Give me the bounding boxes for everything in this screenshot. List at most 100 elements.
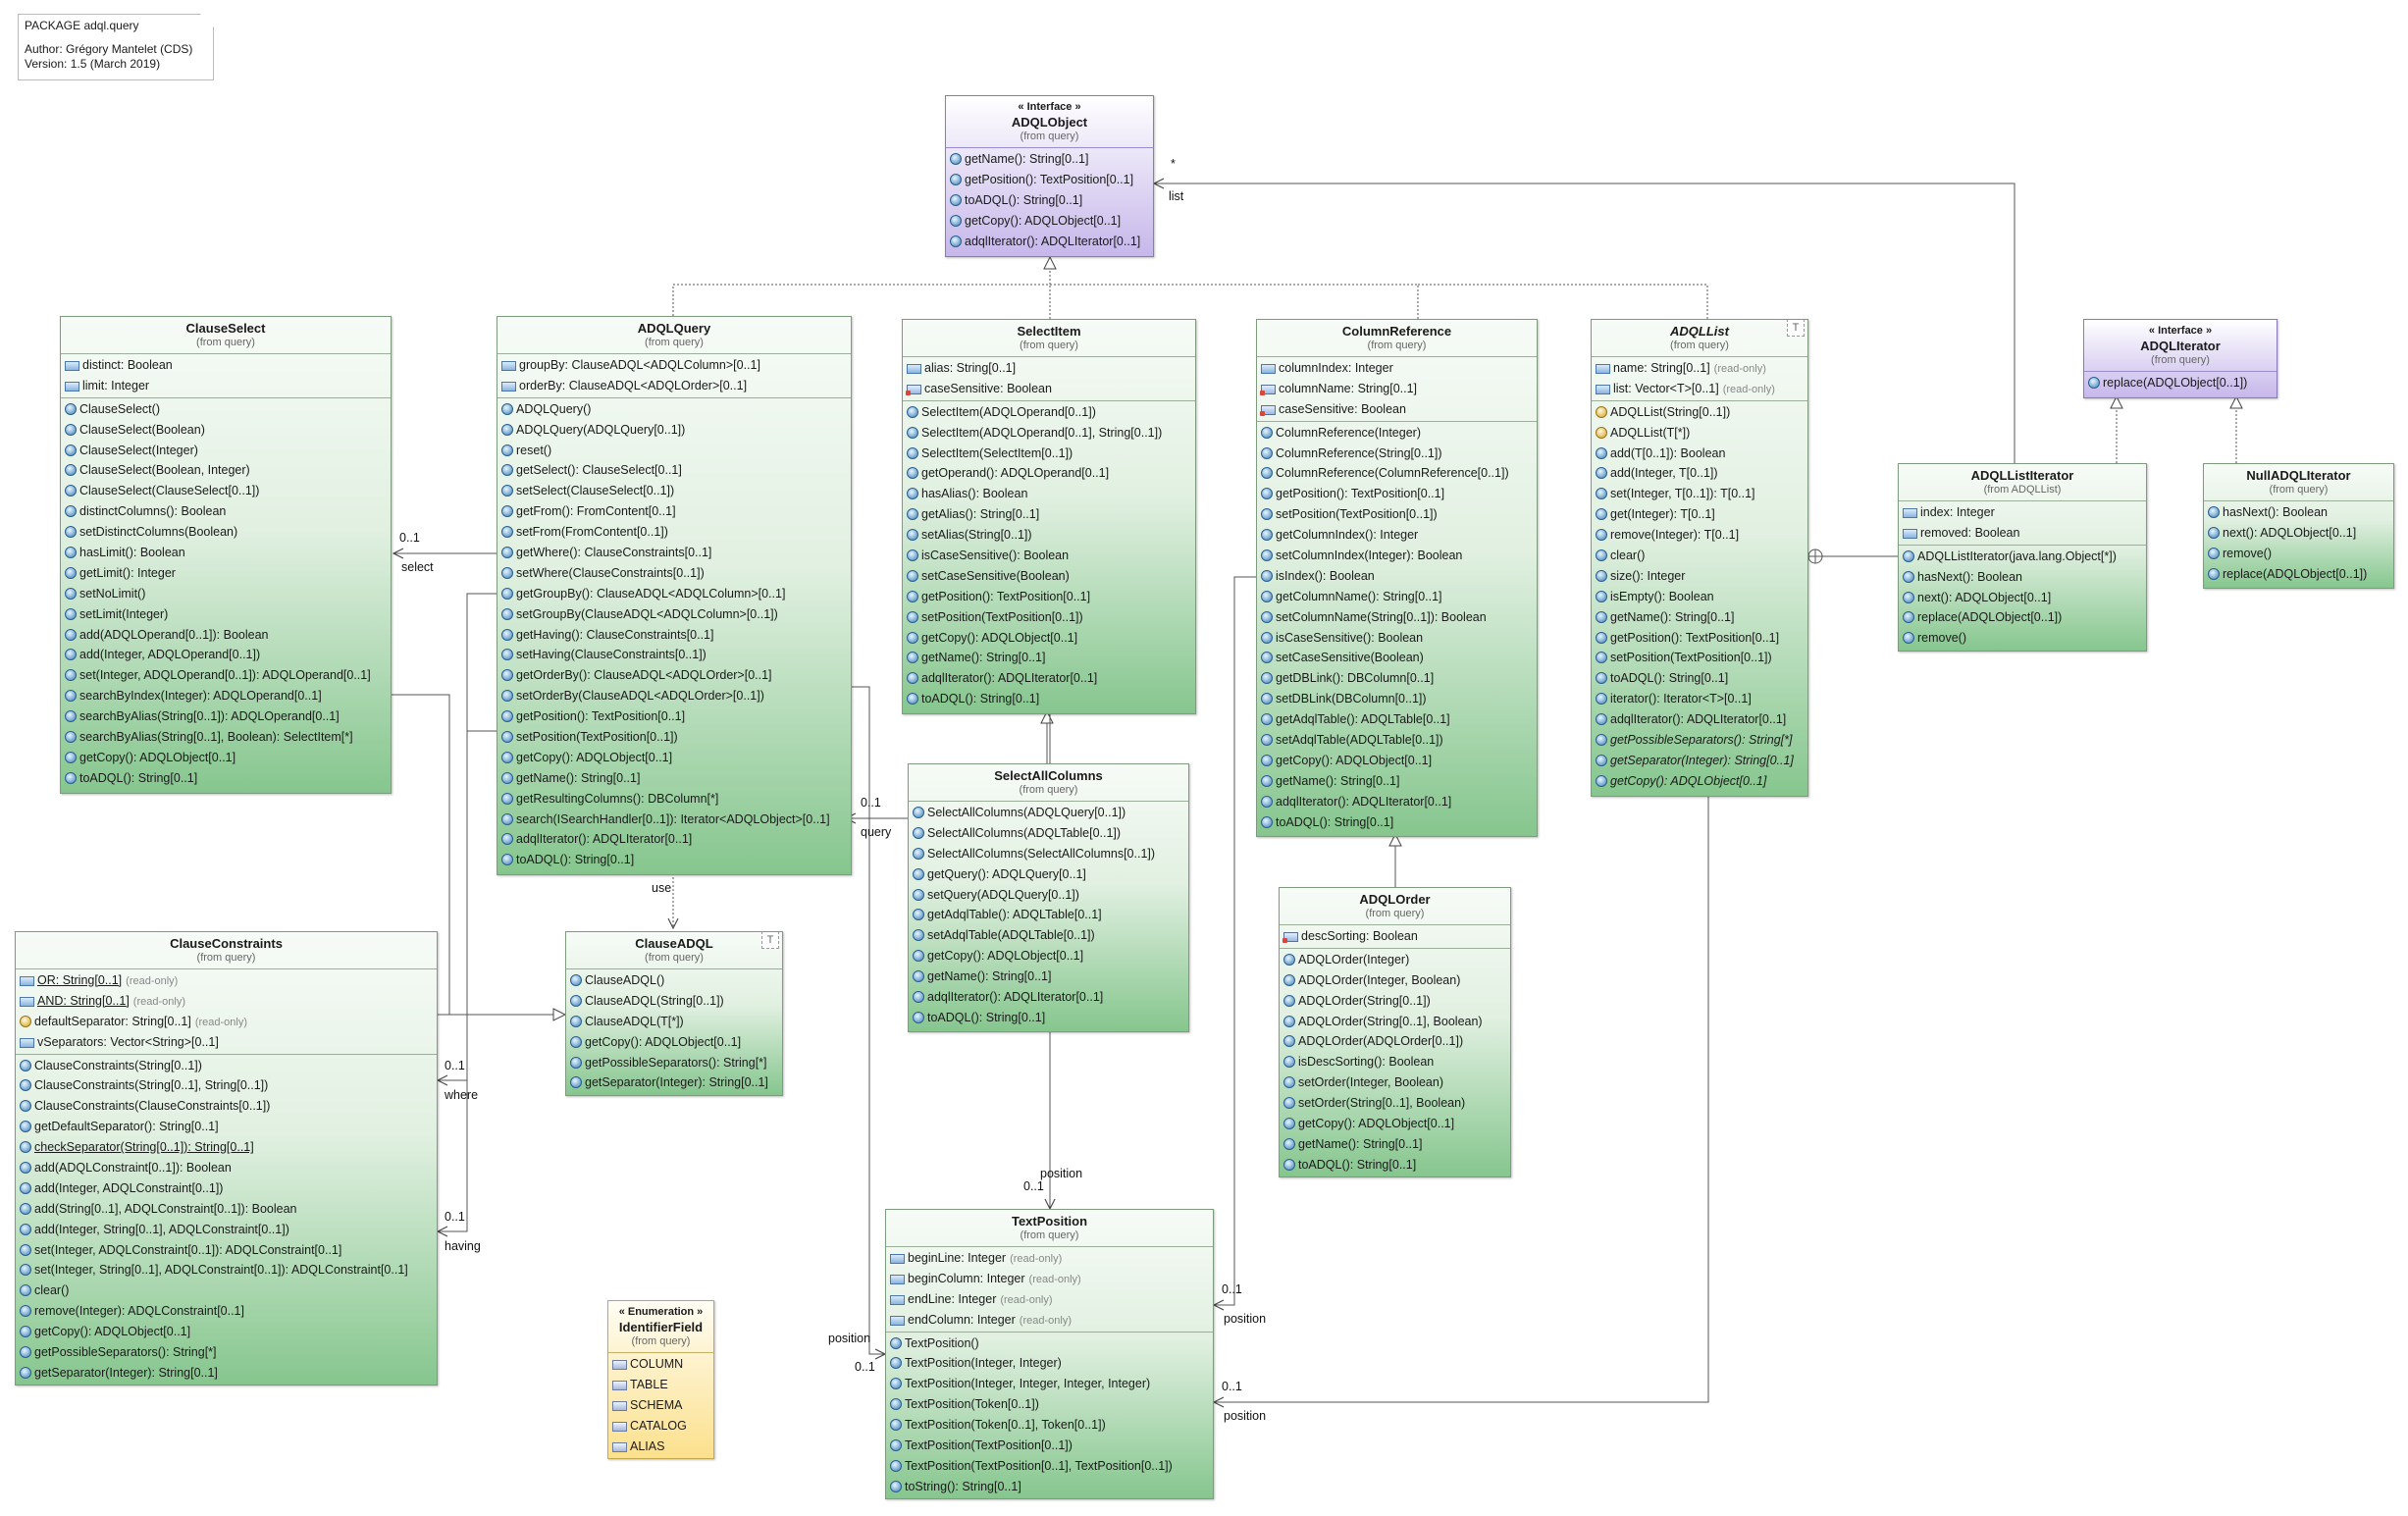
operation-text: setNoLimit()	[79, 586, 146, 601]
operation: setSelect(ClauseSelect[0..1])	[497, 481, 851, 501]
operation-text: add(Integer, String[0..1], ADQLConstrain…	[34, 1222, 289, 1236]
literal-text: TABLE	[630, 1377, 668, 1391]
operation-text: getPosition(): TextPosition[0..1]	[1276, 487, 1445, 501]
class-adqlobject[interactable]: « Interface »ADQLObject(from query)getNa…	[945, 95, 1154, 257]
operation-text: SelectItem(ADQLOperand[0..1])	[921, 404, 1096, 419]
method-icon	[1283, 1076, 1295, 1089]
field-icon	[65, 361, 79, 371]
operation: setCaseSensitive(Boolean)	[903, 566, 1195, 587]
attribute-text: removed: Boolean	[1920, 525, 2020, 540]
class-name: TextPosition	[1011, 1214, 1088, 1228]
class-clauseselect[interactable]: ClauseSelect(from query)distinct: Boolea…	[60, 316, 392, 794]
literal-text: ALIAS	[630, 1438, 665, 1453]
operation: getOrderBy(): ClauseADQL<ADQLOrder>[0..1…	[497, 665, 851, 686]
method-icon	[20, 1223, 31, 1235]
operation-text: getName(): String[0..1]	[1276, 773, 1400, 788]
class-columnreference[interactable]: ColumnReference(from query)columnIndex: …	[1256, 319, 1538, 837]
literal-icon	[612, 1421, 627, 1432]
method-icon	[20, 1059, 31, 1072]
class-name: ADQLObject	[1011, 115, 1088, 130]
method-icon	[1596, 610, 1607, 623]
method-icon	[570, 994, 582, 1007]
method-icon	[501, 607, 513, 620]
operation: ADQLOrder(ADQLOrder[0..1])	[1280, 1031, 1510, 1052]
method-icon	[501, 690, 513, 703]
operation: setAlias(String[0..1])	[903, 525, 1195, 546]
operations-section: ADQLQuery()ADQLQuery(ADQLQuery[0..1])res…	[497, 398, 851, 871]
class-adqliterator[interactable]: « Interface »ADQLIterator(from query)rep…	[2083, 319, 2277, 398]
operation-text: getResultingColumns(): DBColumn[*]	[516, 791, 719, 806]
class-adqllistiterator[interactable]: ADQLListIterator(from ADQLList)index: In…	[1898, 463, 2147, 652]
method-icon	[1261, 693, 1273, 706]
operation-text: setGroupBy(ClauseADQL<ADQLColumn>[0..1])	[516, 606, 778, 621]
method-icon	[1261, 488, 1273, 500]
attribute-text: beginLine: Integer	[908, 1251, 1007, 1265]
operation-text: hasNext(): Boolean	[2223, 505, 2329, 519]
operation-text: toADQL(): String[0..1]	[965, 192, 1083, 207]
method-icon	[913, 847, 924, 860]
operation: checkSeparator(String[0..1]): String[0..…	[16, 1137, 437, 1158]
class-selectallcolumns[interactable]: SelectAllColumns(from query)SelectAllCol…	[908, 763, 1189, 1032]
package-note: PACKAGE adql.query Author: Grégory Mante…	[18, 14, 214, 80]
class-nulladqliterator[interactable]: NullADQLIterator(from query)hasNext(): B…	[2203, 463, 2394, 589]
class-adqlquery[interactable]: ADQLQuery(from query)groupBy: ClauseADQL…	[497, 316, 852, 875]
method-icon	[65, 751, 77, 763]
class-from: (from query)	[1367, 340, 1427, 351]
class-adqlorder[interactable]: ADQLOrder(from query)descSorting: Boolea…	[1279, 887, 1511, 1177]
class-textposition[interactable]: TextPosition(from query)beginLine: Integ…	[885, 1209, 1214, 1499]
method-icon	[2208, 506, 2220, 518]
method-icon	[501, 771, 513, 784]
method-icon	[65, 526, 77, 539]
method-icon	[501, 649, 513, 661]
method-icon	[1283, 1056, 1295, 1069]
class-clauseconstraints[interactable]: ClauseConstraints(from query)OR: String[…	[15, 931, 438, 1385]
label-pos2-role: position	[1224, 1312, 1267, 1326]
operation-text: distinctColumns(): Boolean	[79, 504, 227, 519]
author-line: Author: Grégory Mantelet (CDS)	[25, 42, 193, 56]
operation-text: ADQLOrder(Integer)	[1298, 952, 1410, 967]
operation: getPosition(): TextPosition[0..1]	[497, 706, 851, 727]
operation-text: adqlIterator(): ADQLIterator[0..1]	[516, 832, 693, 847]
method-icon	[890, 1439, 902, 1452]
operation: ClauseConstraints(String[0..1])	[16, 1056, 437, 1076]
class-from: (from query)	[631, 1335, 691, 1347]
attribute-text: orderBy: ClauseADQL<ADQLOrder>[0..1]	[519, 378, 748, 392]
operation: set(Integer, T[0..1]): T[0..1]	[1592, 484, 1807, 504]
stereotype: « Interface »	[1018, 101, 1081, 113]
label-pos4-mult: 0..1	[1222, 1380, 1242, 1393]
operation-text: getName(): String[0..1]	[516, 770, 641, 785]
class-name: ColumnReference	[1341, 324, 1452, 339]
operation-text: TextPosition(Token[0..1])	[905, 1397, 1039, 1412]
class-from: (from query)	[645, 952, 704, 964]
operation: getCopy(): ADQLObject[0..1]	[903, 628, 1195, 649]
operation: getSeparator(Integer): String[0..1]	[16, 1363, 437, 1384]
operations-section: TextPosition()TextPosition(Integer, Inte…	[886, 1333, 1213, 1498]
method-icon	[907, 529, 918, 542]
operation-text: getQuery(): ADQLQuery[0..1]	[927, 866, 1086, 881]
attribute: limit: Integer	[61, 376, 391, 396]
attribute: descSorting: Boolean	[1280, 926, 1510, 947]
enum-identifierfield[interactable]: « Enumeration »IdentifierField(from quer…	[607, 1300, 714, 1459]
attribute: caseSensitive: Boolean	[1257, 399, 1537, 420]
operation: SelectItem(SelectItem[0..1])	[903, 444, 1195, 464]
class-selectitem[interactable]: SelectItem(from query)alias: String[0..1…	[902, 319, 1196, 714]
operation: toString(): String[0..1]	[886, 1477, 1213, 1497]
method-icon	[501, 669, 513, 682]
operation-text: isEmpty(): Boolean	[1610, 589, 1714, 603]
operations-section: ADQLList(String[0..1])ADQLList(T[*])add(…	[1592, 401, 1807, 793]
operation: add(ADQLOperand[0..1]): Boolean	[61, 625, 391, 646]
operation-text: setAdqlTable(ADQLTable[0..1])	[927, 928, 1095, 943]
operation-text: ClauseSelect(Integer)	[79, 443, 198, 457]
operation: hasLimit(): Boolean	[61, 543, 391, 563]
class-from: (from query)	[1019, 784, 1078, 796]
operation: SelectItem(ADQLOperand[0..1], String[0..…	[903, 423, 1195, 444]
stereotype: « Enumeration »	[618, 1306, 704, 1318]
method-icon	[570, 1035, 582, 1048]
operation-text: getLimit(): Integer	[79, 565, 176, 580]
attribute: removed: Boolean	[1899, 523, 2146, 544]
attribute: defaultSeparator: String[0..1](read-only…	[16, 1012, 437, 1032]
field-icon	[1260, 404, 1276, 416]
